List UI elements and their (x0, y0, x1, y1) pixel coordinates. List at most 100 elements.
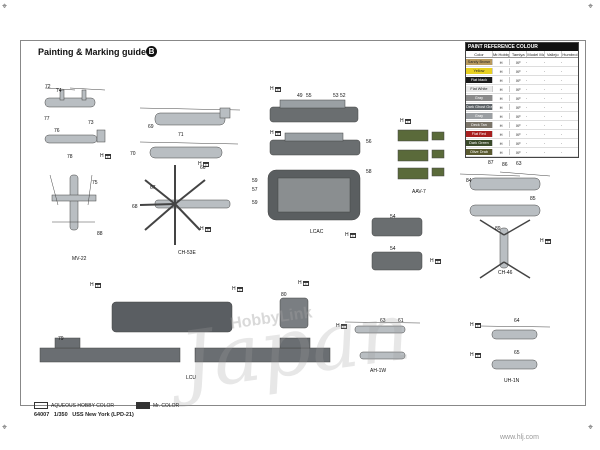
paint-callout: H■■ (430, 258, 442, 264)
paint-code-cell (526, 97, 543, 99)
paint-code-cell (560, 88, 578, 90)
paint-code-cell: XF (509, 113, 526, 119)
column-header: Humbrol (560, 51, 578, 57)
column-header: Tamiya (509, 51, 526, 57)
ah1w-side-view-2 (359, 351, 406, 360)
ah1w-side-view (344, 321, 421, 334)
version-badge: B (146, 46, 157, 57)
paint-code-cell (543, 97, 561, 99)
paint-callout: H■■ (232, 286, 244, 292)
part-number: 69 (148, 124, 154, 130)
part-number: 53 (333, 93, 339, 99)
kit-code: 64007 (34, 412, 50, 418)
aqueous-swatch-icon (34, 402, 48, 409)
paint-callout: H■■ (270, 130, 282, 136)
paint-code-cell: H (491, 59, 509, 65)
color-swatch: Deck Tan (466, 122, 492, 128)
part-number: 79 (58, 336, 64, 342)
ch53e-side-view-2 (139, 141, 239, 159)
kit-ship-name: USS New York (LPD-21) (72, 412, 134, 418)
paint-code-cell: H (491, 95, 509, 101)
paint-code-cell: XF (509, 68, 526, 74)
paint-code-cell (543, 133, 561, 135)
paint-callout: H■■ (298, 280, 310, 286)
paint-code-cell (526, 88, 543, 90)
part-number: 59 (252, 178, 258, 184)
part-number: 54 (390, 214, 396, 220)
lcac-side-view (269, 99, 359, 123)
paint-code-cell (526, 142, 543, 144)
paint-code-cell: XF (509, 140, 526, 146)
ch46-top-view (479, 219, 531, 279)
uh1n-side-view (479, 325, 551, 340)
lcu-side-view (39, 337, 181, 363)
paint-code-cell (543, 124, 561, 126)
label-aav7: AAV-7 (412, 189, 426, 195)
color-swatch: Dark Ghost Gray (466, 104, 492, 110)
part-number: 63 (380, 318, 386, 324)
color-legend: AQUEOUS HOBBY COLOR Mr. COLOR (34, 402, 179, 409)
paint-callout: H■■ (198, 161, 210, 167)
paint-code-cell: XF (509, 77, 526, 83)
lcac-top-view (267, 169, 361, 221)
part-number: 85 (530, 196, 536, 202)
legend-mr-label: Mr. COLOR (152, 402, 180, 409)
paint-code-cell (560, 70, 578, 72)
paint-code-cell (560, 115, 578, 117)
watermark-url: www.hlj.com (500, 434, 539, 441)
paint-code-cell: XF (509, 149, 526, 155)
paint-code-cell (560, 106, 578, 108)
part-number: 72 (45, 84, 51, 90)
lcac-side-view-2 (269, 132, 361, 156)
part-number: 57 (252, 187, 258, 193)
legend-aqueous: AQUEOUS HOBBY COLOR (34, 402, 114, 409)
paint-code-cell (560, 124, 578, 126)
part-number: 86 (502, 162, 508, 168)
paint-code-cell (560, 133, 578, 135)
paint-code-cell: H (491, 68, 509, 74)
registration-mark: ⌖ (2, 2, 8, 12)
paint-code-cell: H (491, 140, 509, 146)
part-number: 67 (150, 185, 156, 191)
color-swatch: Yellow (466, 68, 492, 74)
part-number: 54 (390, 246, 396, 252)
part-number: 56 (366, 139, 372, 145)
color-swatch: Gray (466, 113, 492, 119)
part-number: 75 (92, 180, 98, 186)
lcu-top-view (111, 301, 233, 333)
paint-code-cell (543, 88, 561, 90)
paint-code-cell: XF (509, 104, 526, 110)
part-number: 52 (340, 93, 346, 99)
label-lcac: LCAC (310, 229, 324, 235)
paint-code-cell: XF (509, 131, 526, 137)
paint-callout: H■■ (470, 322, 482, 328)
column-header: Vallejo (543, 51, 561, 57)
part-number: 80 (281, 292, 287, 298)
paint-callout: H■■ (345, 232, 357, 238)
paint-code-cell: H (491, 122, 509, 128)
paint-code-cell: H (491, 104, 509, 110)
column-header: Model Master (526, 51, 544, 57)
registration-mark: ⌖ (2, 423, 8, 433)
part-number: 64 (514, 318, 520, 324)
column-header: Color (474, 51, 484, 57)
part-number: 55 (306, 93, 312, 99)
paint-code-cell (560, 142, 578, 144)
paint-code-cell (560, 97, 578, 99)
lcac-front-view (371, 217, 423, 271)
uh1n-side-view-2 (491, 359, 538, 370)
paint-code-cell (543, 106, 561, 108)
ch46-side-view (459, 171, 551, 191)
paint-code-cell (526, 115, 543, 117)
legend-aqueous-label: AQUEOUS HOBBY COLOR (51, 402, 114, 409)
paint-code-cell: H (491, 113, 509, 119)
color-swatch: Flat Red (466, 131, 492, 137)
part-number: 61 (398, 318, 404, 324)
column-header: Mr.Hobby (491, 51, 510, 57)
paint-code-cell (543, 142, 561, 144)
